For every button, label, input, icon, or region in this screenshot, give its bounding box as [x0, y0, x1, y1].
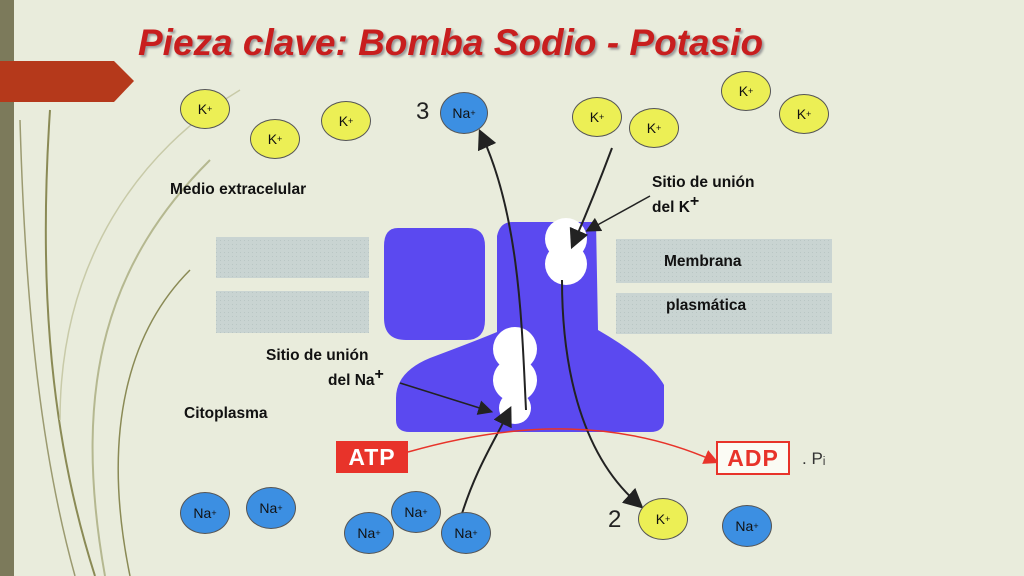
k-ion: K+: [779, 94, 829, 134]
k-ion: K+: [721, 71, 771, 111]
k-ion: K+: [180, 89, 230, 129]
k-site-pointer: [585, 195, 651, 232]
pump-main-subunit: [396, 222, 664, 432]
membrane-outer-left: [216, 237, 369, 278]
membrane-inner-right: [616, 293, 832, 334]
k-binding-site: [545, 243, 587, 285]
title-accent-tab: [0, 61, 134, 102]
k-to-site-arrow: [569, 147, 613, 250]
k-ion: K+: [629, 108, 679, 148]
label-sitio-k-line2: del K+: [652, 193, 700, 217]
na-binding-site: [493, 327, 537, 371]
phosphate-label: . Pᵢ: [802, 449, 826, 468]
membrane-inner-left: [216, 291, 369, 333]
label-membrana: Membrana: [664, 253, 742, 270]
na-out-arrow: [477, 128, 527, 411]
count-na-out: 3: [416, 98, 430, 125]
label-plus-sign: +: [689, 193, 700, 210]
k-ion: K+: [572, 97, 622, 137]
na-ion: Na+: [246, 487, 296, 529]
na-ion: Na+: [440, 92, 488, 134]
na-ion: Na+: [722, 505, 772, 547]
k-ion: K+: [321, 101, 371, 141]
label-plasmatica: plasmática: [666, 297, 747, 314]
na-ion: Na+: [180, 492, 230, 534]
left-border-bar: [0, 0, 14, 576]
na-ion: Na+: [391, 491, 441, 533]
na-site-pointer: [399, 382, 494, 415]
label-sitio-na-line2: del Na+: [328, 366, 384, 390]
k-ion: K+: [638, 498, 688, 540]
na-ion: Na+: [344, 512, 394, 554]
pump-left-subunit: [384, 228, 485, 340]
label-medio-extracelular: Medio extracelular: [170, 181, 307, 198]
atp-adp-arrow: [407, 428, 719, 464]
count-k-in: 2: [608, 506, 622, 533]
membrane-outer-right: [616, 239, 832, 283]
k-ion: K+: [250, 119, 300, 159]
label-plus-sign: +: [374, 366, 384, 383]
adp-box: ADP: [716, 441, 790, 475]
na-to-site-arrow: [459, 405, 512, 521]
label-sitio-k-line1: Sitio de unión: [652, 174, 755, 191]
slide-title: Pieza clave: Bomba Sodio - Potasio: [138, 22, 764, 63]
k-in-arrow: [561, 279, 644, 509]
label-citoplasma: Citoplasma: [184, 405, 268, 422]
atp-box: ATP: [336, 441, 408, 473]
na-ion: Na+: [441, 512, 491, 554]
label-sitio-na-line1: Sitio de unión: [266, 347, 369, 364]
